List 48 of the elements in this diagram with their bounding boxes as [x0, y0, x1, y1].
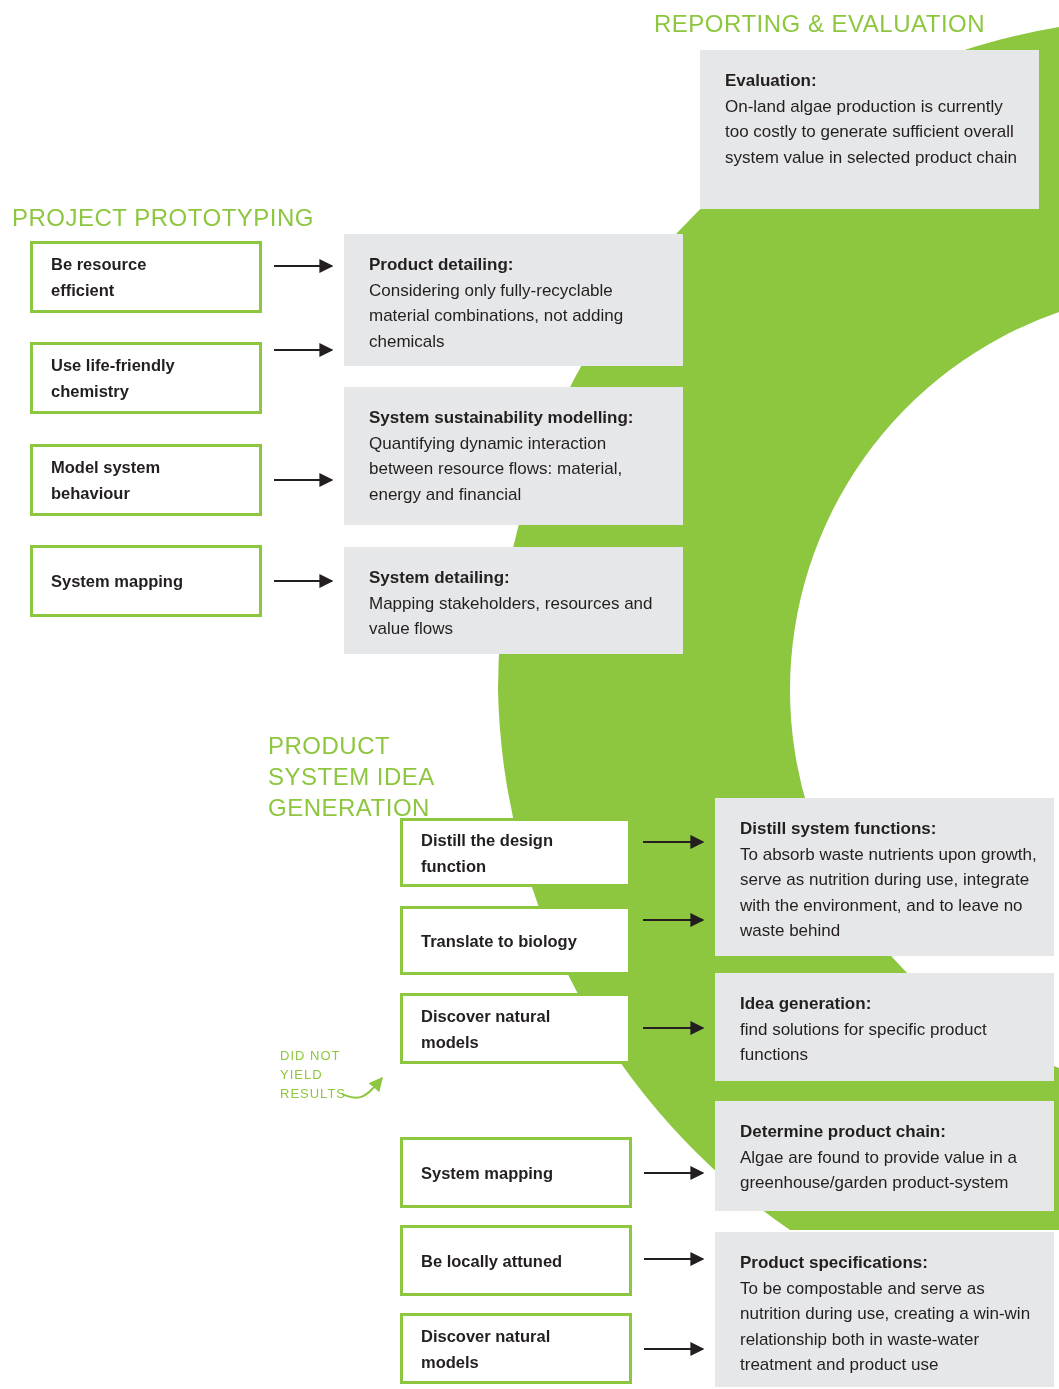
arrow [642, 913, 705, 927]
step-box: Model system behaviour [30, 444, 262, 516]
arrow [273, 574, 334, 588]
panel-heading: Idea generation: [740, 993, 873, 1015]
panel-heading: Product specifications: [740, 1252, 929, 1274]
info-panel [344, 387, 683, 525]
section-title: PROJECT PROTOTYPING [12, 203, 315, 233]
panel-heading: System detailing: [369, 567, 511, 589]
panel-text: To be compostable and serve as nutrition during use, creating a win-win relationship both in waste-water treatment and product use [740, 1277, 1032, 1376]
step-box: System mapping [30, 545, 262, 617]
step-box: Be locally attuned [400, 1225, 632, 1296]
arrow [273, 343, 334, 357]
info-panel [344, 234, 683, 366]
info-panel [715, 973, 1054, 1081]
info-panel [344, 547, 683, 654]
step-box: Discover natural models [400, 993, 631, 1064]
panel-heading: Product detailing: [369, 254, 515, 276]
panel-heading: Determine product chain: [740, 1121, 947, 1143]
arrow [643, 1166, 705, 1180]
step-box: System mapping [400, 1137, 632, 1208]
info-panel [715, 1232, 1054, 1387]
arrow [643, 1342, 705, 1356]
panel-text: Algae are found to provide value in a greenhouse/garden product-system [740, 1146, 1018, 1194]
arrow [273, 259, 334, 273]
step-box: Discover natural models [400, 1313, 632, 1384]
arrow [643, 1252, 705, 1266]
section-title: REPORTING & EVALUATION [654, 9, 987, 39]
arrow [341, 1076, 383, 1099]
step-box: Distill the design function [400, 818, 631, 887]
info-panel [700, 50, 1039, 209]
panel-heading: Distill system functions: [740, 818, 938, 840]
arrow [642, 835, 705, 849]
panel-text: On-land algae production is currently too costly to generate sufficient overall system value in selected product chain [725, 95, 1018, 169]
step-box: Be resource efficient [30, 241, 262, 313]
arrow [273, 473, 334, 487]
panel-text: Mapping stakeholders, resources and value flows [369, 592, 654, 640]
step-box: Translate to biology [400, 906, 631, 975]
panel-text: Considering only fully-recyclable material combinations, not adding chemicals [369, 279, 625, 353]
panel-heading: Evaluation: [725, 70, 818, 92]
panel-text: find solutions for specific product functions [740, 1018, 988, 1066]
info-panel [715, 1101, 1054, 1211]
step-box: Use life-friendly chemistry [30, 342, 262, 414]
panel-heading: System sustainability modelling: [369, 407, 635, 429]
panel-text: To absorb waste nutrients upon growth, serve as nutrition during use, integrate with the environment, and to leave no waste behind [740, 843, 1038, 942]
note-text: DID NOT YIELD RESULTS [280, 1047, 344, 1103]
arrow [642, 1021, 705, 1035]
panel-text: Quantifying dynamic interaction between resource flows: material, energy and financial [369, 432, 624, 506]
info-panel [715, 798, 1054, 956]
